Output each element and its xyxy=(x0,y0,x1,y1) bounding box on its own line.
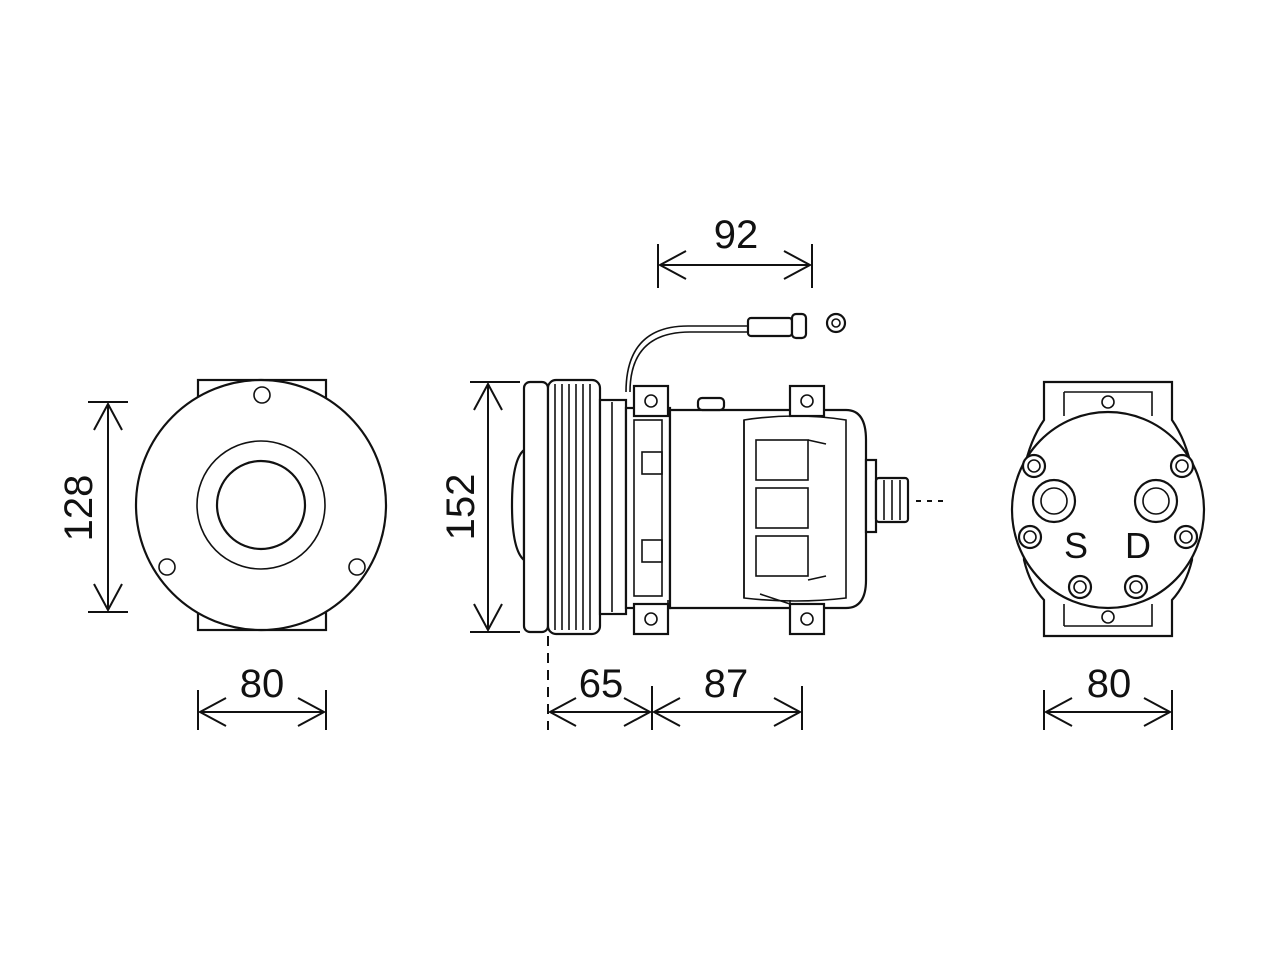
side-clutch-hub xyxy=(598,398,628,616)
dim-front-width: 80 xyxy=(197,662,327,730)
side-top-nipple xyxy=(696,396,726,412)
front-rivet-left xyxy=(158,558,176,576)
front-hub-inner xyxy=(215,459,307,551)
clutch-wire xyxy=(625,325,748,393)
dim-side-height: 152 xyxy=(439,381,520,633)
front-rivet-top xyxy=(253,386,271,404)
side-coil-bump xyxy=(510,447,526,563)
side-mount-lugs xyxy=(632,384,826,636)
pulley-depth-label: 65 xyxy=(579,662,624,706)
dim-front-height: 128 xyxy=(57,401,128,613)
lug-bottom-right xyxy=(788,602,826,636)
front-clutch-disc xyxy=(134,378,388,632)
lug-top-left xyxy=(632,384,670,418)
suction-port xyxy=(1031,478,1077,524)
connector-cap xyxy=(825,312,847,334)
pulley-groove-lines xyxy=(554,384,591,630)
side-front-head xyxy=(624,406,672,610)
dim-rear-width: 80 xyxy=(1043,662,1173,730)
discharge-port xyxy=(1133,478,1179,524)
discharge-label: D xyxy=(1125,525,1151,566)
rear-width-label: 80 xyxy=(1087,662,1132,706)
rear-bolt-holes xyxy=(1017,395,1199,624)
body-length-label: 87 xyxy=(704,662,749,706)
side-view xyxy=(510,312,946,636)
front-width-label: 80 xyxy=(240,662,285,706)
front-hub-outer xyxy=(196,440,326,570)
lug-bottom-left xyxy=(632,602,670,636)
dim-side-bottom: 65 87 xyxy=(547,636,803,730)
front-rivet-right xyxy=(348,558,366,576)
suction-label: S xyxy=(1064,525,1088,566)
wire-connector xyxy=(746,316,794,338)
side-main-body xyxy=(668,408,868,610)
side-height-label: 152 xyxy=(439,474,483,541)
dim-side-top-span: 92 xyxy=(657,213,813,288)
rear-view: S D xyxy=(1010,380,1206,638)
side-top-span-label: 92 xyxy=(714,213,759,257)
side-pulley-front xyxy=(522,380,550,634)
front-view xyxy=(134,378,388,632)
lug-top-right xyxy=(788,384,826,418)
rear-head-face xyxy=(1010,410,1206,610)
front-height-label: 128 xyxy=(57,475,101,542)
